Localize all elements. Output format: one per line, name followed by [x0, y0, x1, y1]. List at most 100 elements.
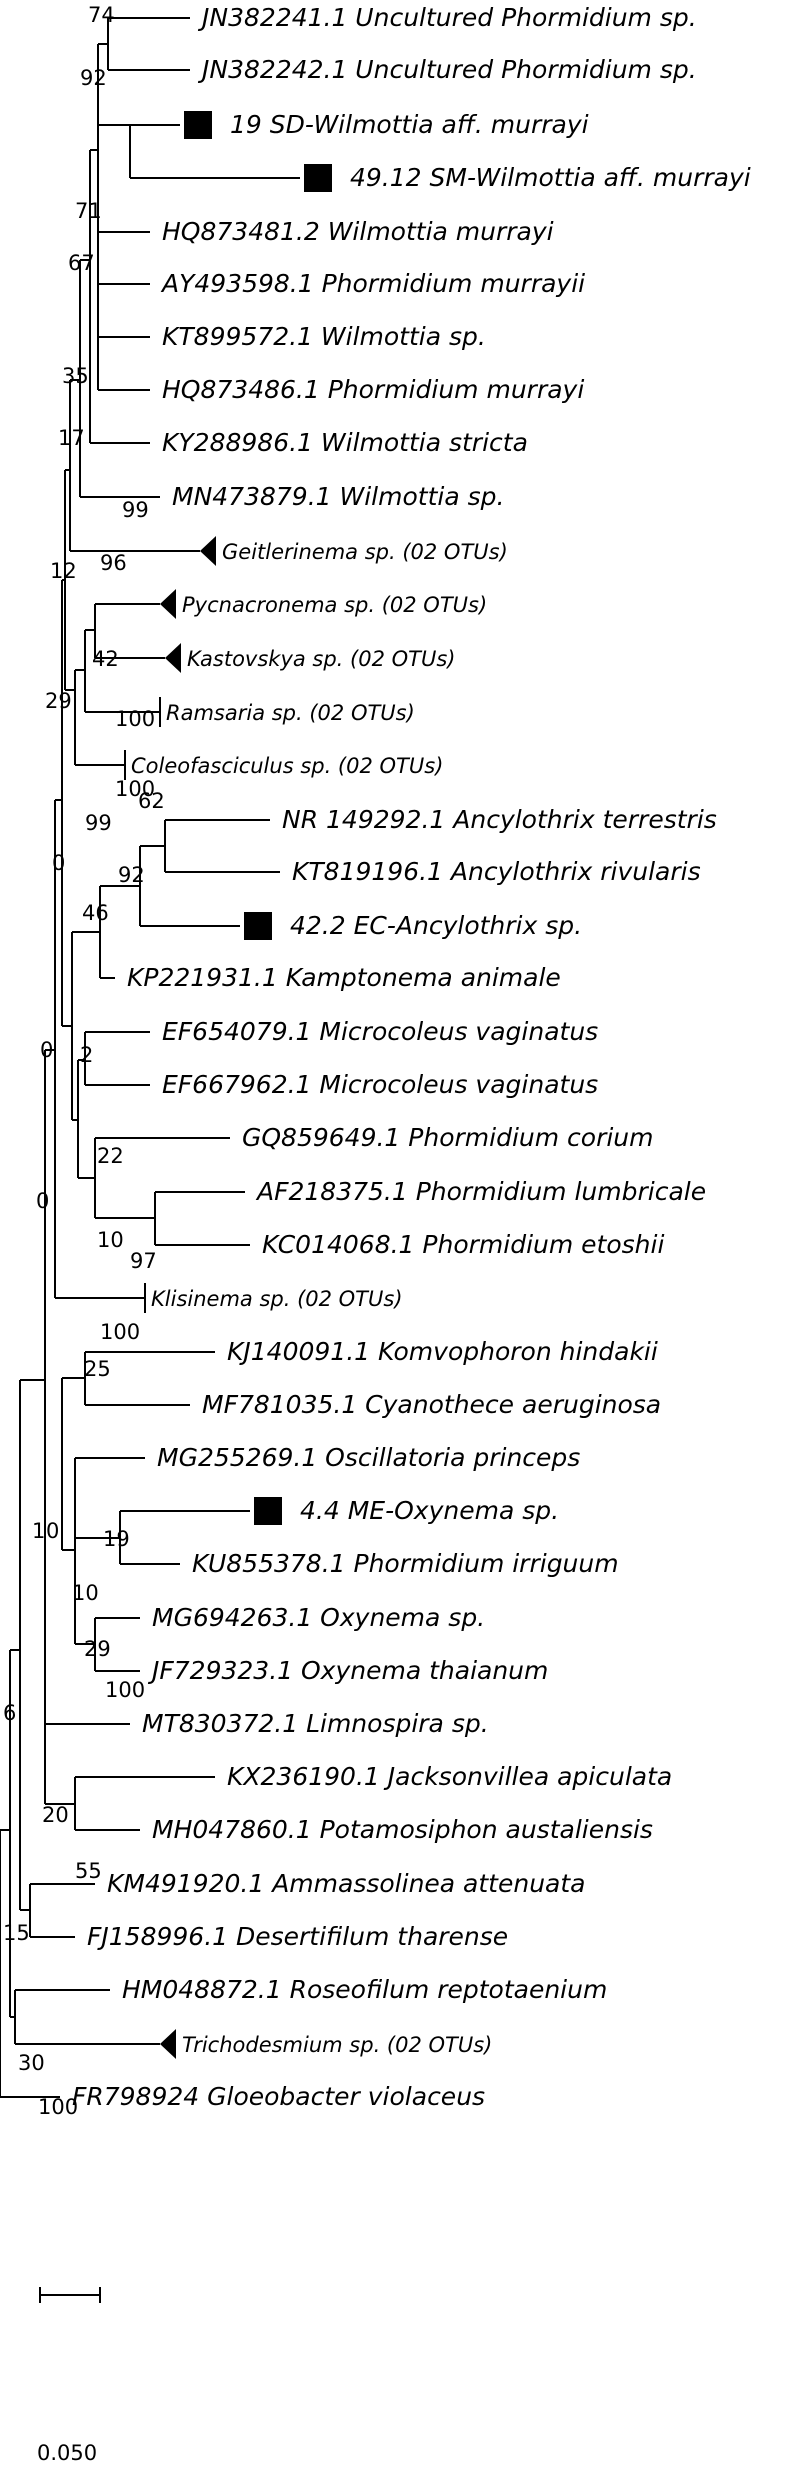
tree-branch: [164, 819, 280, 873]
sample-marker-square: [184, 111, 212, 139]
bootstrap-value: 30: [18, 2051, 45, 2075]
taxon-label: KT819196.1 Ancylothrix rivularis: [292, 857, 701, 886]
tree-branch: [77, 1059, 95, 1179]
taxon-label: KC014068.1 Phormidium etoshii: [262, 1230, 664, 1259]
taxon-labels: JN382241.1 Uncultured Phormidium sp.JN38…: [72, 3, 751, 2111]
scale-bar: 0.050: [37, 2287, 101, 2465]
bootstrap-value: 100: [100, 1320, 140, 1344]
taxon-label: JF729323.1 Oxynema thaianum: [147, 1656, 548, 1685]
bootstrap-value: 67: [68, 251, 95, 275]
bootstrap-value: 55: [75, 1859, 102, 1883]
taxon-label: JN382242.1 Uncultured Phormidium sp.: [197, 55, 697, 84]
taxon-label: KX236190.1 Jacksonvillea apiculata: [227, 1762, 672, 1791]
collapsed-clade-label: Pycnacronema sp. (02 OTUs): [182, 593, 487, 617]
taxon-label: EF654079.1 Microcoleus vaginatus: [162, 1017, 598, 1046]
tree-branch: [9, 1649, 20, 2018]
taxon-label: KJ140091.1 Komvophoron hindakii: [227, 1337, 658, 1366]
tree-branch: [129, 125, 300, 179]
taxon-label: MN473879.1 Wilmottia sp.: [172, 482, 504, 511]
collapsed-clade-triangle: [200, 536, 216, 566]
sample-marker-square: [254, 1497, 282, 1525]
tree-branch: [44, 1464, 75, 1805]
bootstrap-value: 0: [40, 1038, 53, 1062]
bootstrap-value: 2: [80, 1043, 93, 1067]
taxon-label: KP221931.1 Kamptonema animale: [127, 963, 561, 992]
bootstrap-value: 25: [84, 1357, 111, 1381]
bootstrap-value: 29: [45, 689, 72, 713]
taxon-label: 4.4 ME-Oxynema sp.: [300, 1496, 559, 1525]
sample-markers: [184, 111, 332, 1525]
collapsed-clade-triangle: [160, 2029, 176, 2059]
taxon-label: HQ873486.1 Phormidium murrayi: [162, 375, 584, 404]
tree-branch: [84, 629, 160, 713]
scale-bar-line: [39, 2287, 101, 2303]
bootstrap-value: 100: [105, 1678, 145, 1702]
taxon-label: 42.2 EC-Ancylothrix sp.: [290, 911, 582, 940]
tree-branch: [61, 1377, 85, 1551]
bootstrap-value: 1: [32, 1519, 45, 1543]
bootstrap-value: 100: [115, 777, 155, 801]
collapsed-clade-label: Geitlerinema sp. (02 OTUs): [222, 540, 508, 564]
taxon-label: AY493598.1 Phormidium murrayii: [160, 269, 585, 298]
bootstrap-value: 10: [72, 1581, 99, 1605]
tree-branch: [107, 17, 190, 71]
bootstrap-value: 15: [3, 1921, 30, 1945]
taxon-label: NR 149292.1 Ancylothrix terrestris: [282, 805, 717, 834]
taxon-label: FJ158996.1 Desertifilum tharense: [87, 1922, 508, 1951]
tree-branch: [154, 1191, 250, 1246]
collapsed-clade-triangle: [165, 643, 181, 673]
taxon-label: AF218375.1 Phormidium lumbricale: [255, 1177, 706, 1206]
bootstrap-value: 19: [103, 1527, 130, 1551]
bootstrap-value: 92: [80, 66, 107, 90]
taxon-label: MT830372.1 Limnospira sp.: [142, 1709, 489, 1738]
bootstrap-value: 96: [100, 551, 127, 575]
tree-branch: [69, 379, 200, 552]
taxon-label: KY288986.1 Wilmottia stricta: [162, 428, 528, 457]
tree-branch: [97, 43, 180, 126]
taxon-label: KU855378.1 Phormidium irriguum: [192, 1549, 619, 1578]
bootstrap-value: 35: [62, 364, 89, 388]
bootstrap-value: 0: [46, 1519, 59, 1543]
collapsed-clade-label: Coleofasciculus sp. (02 OTUs): [131, 754, 443, 778]
collapsed-clade-triangle: [160, 589, 176, 619]
taxon-label: 19 SD-Wilmottia aff. murrayi: [230, 110, 589, 139]
bootstrap-value: 99: [85, 811, 112, 835]
taxon-label: GQ859649.1 Phormidium corium: [242, 1123, 654, 1152]
tree-branch: [71, 931, 100, 1121]
taxon-label: EF667962.1 Microcoleus vaginatus: [162, 1070, 598, 1099]
tree-branch: [79, 259, 160, 498]
taxon-label: MH047860.1 Potamosiphon austaliensis: [152, 1815, 653, 1844]
taxon-label: MG255269.1 Oscillatoria princeps: [157, 1443, 580, 1472]
bootstrap-value: 0: [52, 851, 65, 875]
bootstrap-value: 92: [118, 863, 145, 887]
tree-branch: [0, 1829, 60, 2098]
taxon-label: HM048872.1 Roseofilum reptotaenium: [122, 1975, 607, 2004]
taxon-label: FR798924 Gloeobacter violaceus: [72, 2082, 485, 2111]
scale-bar-label: 0.050: [37, 2441, 97, 2465]
bootstrap-value: 100: [38, 2095, 78, 2119]
bootstrap-value: 0: [36, 1189, 49, 1213]
taxon-label: MF781035.1 Cyanothece aeruginosa: [202, 1390, 661, 1419]
collapsed-clade-label: Kastovskya sp. (02 OTUs): [187, 647, 456, 671]
tree-branches: [0, 17, 300, 2098]
taxon-label: 49.12 SM-Wilmottia aff. murrayi: [350, 163, 751, 192]
tree-branch: [84, 1031, 150, 1086]
taxon-label: KM491920.1 Ammassolinea attenuata: [107, 1869, 586, 1898]
taxon-label: KT899572.1 Wilmottia sp.: [162, 322, 486, 351]
bootstrap-value: 62: [138, 789, 165, 813]
bootstrap-value: 12: [50, 559, 77, 583]
tree-branch: [61, 579, 72, 1027]
tree-branch: [74, 669, 125, 766]
bootstrap-value: 29: [84, 1637, 111, 1661]
bootstrap-value: 71: [75, 199, 102, 223]
bootstrap-value: 46: [82, 901, 109, 925]
bootstrap-value: 20: [42, 1803, 69, 1827]
tree-branch: [19, 1379, 45, 1911]
tree-branch: [139, 845, 240, 927]
bootstrap-value: 10: [97, 1228, 124, 1252]
bootstrap-value: 97: [130, 1249, 157, 1273]
collapsed-clade-label: Trichodesmium sp. (02 OTUs): [182, 2033, 492, 2057]
tree-branch: [97, 231, 150, 391]
